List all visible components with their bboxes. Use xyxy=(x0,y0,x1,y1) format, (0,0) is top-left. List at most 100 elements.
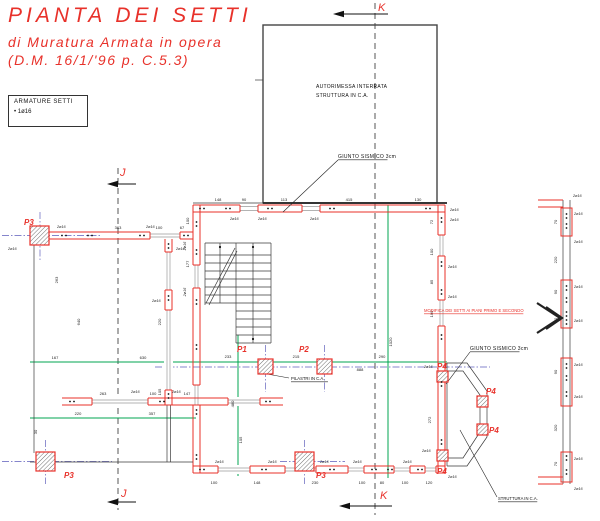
dimension-label: 100 xyxy=(402,480,409,485)
dimension-label: 290 xyxy=(379,354,386,359)
section-line-k xyxy=(333,3,392,515)
rebar-label: 2ø16 xyxy=(309,217,320,221)
dimension-label: 80 xyxy=(380,480,385,485)
dimension-label: 100 xyxy=(359,480,366,485)
staircase xyxy=(204,242,272,344)
annotation-text: STRUTTURA IN C.A. xyxy=(316,93,369,99)
rebar-label: 2ø16 xyxy=(449,218,460,222)
dimension-label: 120 xyxy=(426,480,433,485)
page-subtitle-norm: (D.M. 16/1/'96 p. C.5.3) xyxy=(8,52,190,68)
rebar-label: 2ø16 xyxy=(573,319,584,323)
modification-note: MODIFICA DEI SETTI AI PIANI PRIMO E SECO… xyxy=(424,308,524,313)
rebar-label: 2ø16 xyxy=(229,217,240,221)
dimension-label: 630 xyxy=(140,355,147,360)
rebar-label: 2ø16 xyxy=(183,241,187,252)
leader-lines xyxy=(266,159,498,498)
dimension-label: 415 xyxy=(346,197,353,202)
pillar-p4-a xyxy=(436,370,449,383)
rebar-label: 2ø16 xyxy=(573,285,584,289)
dimension-label: 167 xyxy=(52,355,59,360)
annotation-text: GIUNTO SISMICO 3cm xyxy=(338,154,396,160)
pillars xyxy=(29,225,489,472)
dimension-label: 148 xyxy=(254,480,261,485)
section-letter: J xyxy=(120,488,127,500)
dimension-label: 113 xyxy=(281,197,288,202)
dimension-label: 263 xyxy=(100,391,107,396)
dimension-label: 100 xyxy=(429,248,434,255)
pillar-p1 xyxy=(257,358,274,375)
page-subtitle: di Muratura Armata in opera xyxy=(8,34,223,50)
section-line-j xyxy=(107,168,136,510)
pillar-label: P3 xyxy=(24,218,34,227)
rebar-label: 2ø16 xyxy=(352,460,363,464)
dimension-label: 100 xyxy=(185,217,190,224)
rebar-label: 2ø16 xyxy=(573,240,584,244)
dimension-label: 480 xyxy=(230,400,235,407)
dimension-label: 70 xyxy=(553,219,558,224)
annotation-text: PILASTRI IN C.A. xyxy=(291,376,324,381)
rebar-label: 2ø16 xyxy=(130,390,141,394)
rebar-label: 2ø16 xyxy=(449,208,460,212)
dimension-label: 177 xyxy=(185,260,190,267)
rebar-label: 2ø16 xyxy=(145,225,156,229)
pillar-p2 xyxy=(316,358,333,375)
dimension-label: 220 xyxy=(553,256,558,263)
pillar-p3-top xyxy=(29,225,50,246)
section-letter: K xyxy=(378,2,386,14)
rebar-label: 2ø16 xyxy=(402,460,413,464)
garage-outline xyxy=(193,24,447,204)
rebar-label: 2ø16 xyxy=(151,299,162,303)
rebar-label: 2ø16 xyxy=(573,395,584,399)
dimension-label: 363 xyxy=(115,225,122,230)
dimension-label: 888 xyxy=(357,367,364,372)
pillar-label: P4 xyxy=(489,426,499,435)
page-title: PIANTA DEI SETTI xyxy=(8,4,252,27)
dimension-label: 148 xyxy=(215,197,222,202)
rebar-label: 2ø16 xyxy=(573,363,584,367)
dimension-label: 263 xyxy=(54,276,59,283)
dimension-label: 70 xyxy=(553,461,558,466)
beam-lines xyxy=(30,205,447,478)
pillar-label: P2 xyxy=(299,345,309,354)
bay-structure xyxy=(446,362,488,467)
dimension-label: 100 xyxy=(156,225,163,230)
dimension-label: 90 xyxy=(242,197,247,202)
dimension-label: 1020 xyxy=(388,337,393,347)
rebar-label: 2ø16 xyxy=(171,390,182,394)
pillar-label: P4 xyxy=(437,467,447,476)
dimension-label: 147 xyxy=(184,391,191,396)
dimension-label: 90 xyxy=(553,369,558,374)
pillar-label: P1 xyxy=(237,345,247,354)
annotation-text: GIUNTO SISMICO 3cm xyxy=(470,346,528,352)
dimension-label: 320 xyxy=(553,424,558,431)
rebar-label: 2ø16 xyxy=(267,460,278,464)
wall-strip-detail xyxy=(538,199,573,485)
modification-arrow xyxy=(536,302,564,334)
rebar-label: 2ø16 xyxy=(7,247,18,251)
pillar-p4-c xyxy=(476,423,489,436)
rebar-label: 2ø16 xyxy=(257,217,268,221)
rebar-label: 2ø16 xyxy=(573,457,584,461)
dimension-label: 50 xyxy=(553,317,558,322)
rebar-label: 2ø16 xyxy=(183,287,187,298)
dimension-label: 215 xyxy=(293,354,300,359)
pillar-p4-d xyxy=(436,449,449,462)
dimension-label: 105 xyxy=(157,388,162,395)
rebar-label: 2ø16 xyxy=(319,460,330,464)
rebar-label: 2ø16 xyxy=(447,475,458,479)
rebar-label: 2ø16 xyxy=(447,265,458,269)
legend-box: ARMATURE SETTI • 1ø16 xyxy=(8,95,88,127)
rebar-label: 2ø16 xyxy=(175,247,186,251)
dimension-label: 220 xyxy=(157,318,162,325)
dimension-label: 85 xyxy=(429,279,434,284)
pillar-p3-bottom-mid xyxy=(294,451,315,472)
rebar-label: 2ø16 xyxy=(214,460,225,464)
legend-item-rebar: • 1ø16 xyxy=(14,109,32,115)
pillar-p3-bottom-left xyxy=(35,451,56,472)
dimension-label: 105 xyxy=(238,436,243,443)
dimension-label: 230 xyxy=(312,480,319,485)
rebar-label: 2ø16 xyxy=(421,449,432,453)
